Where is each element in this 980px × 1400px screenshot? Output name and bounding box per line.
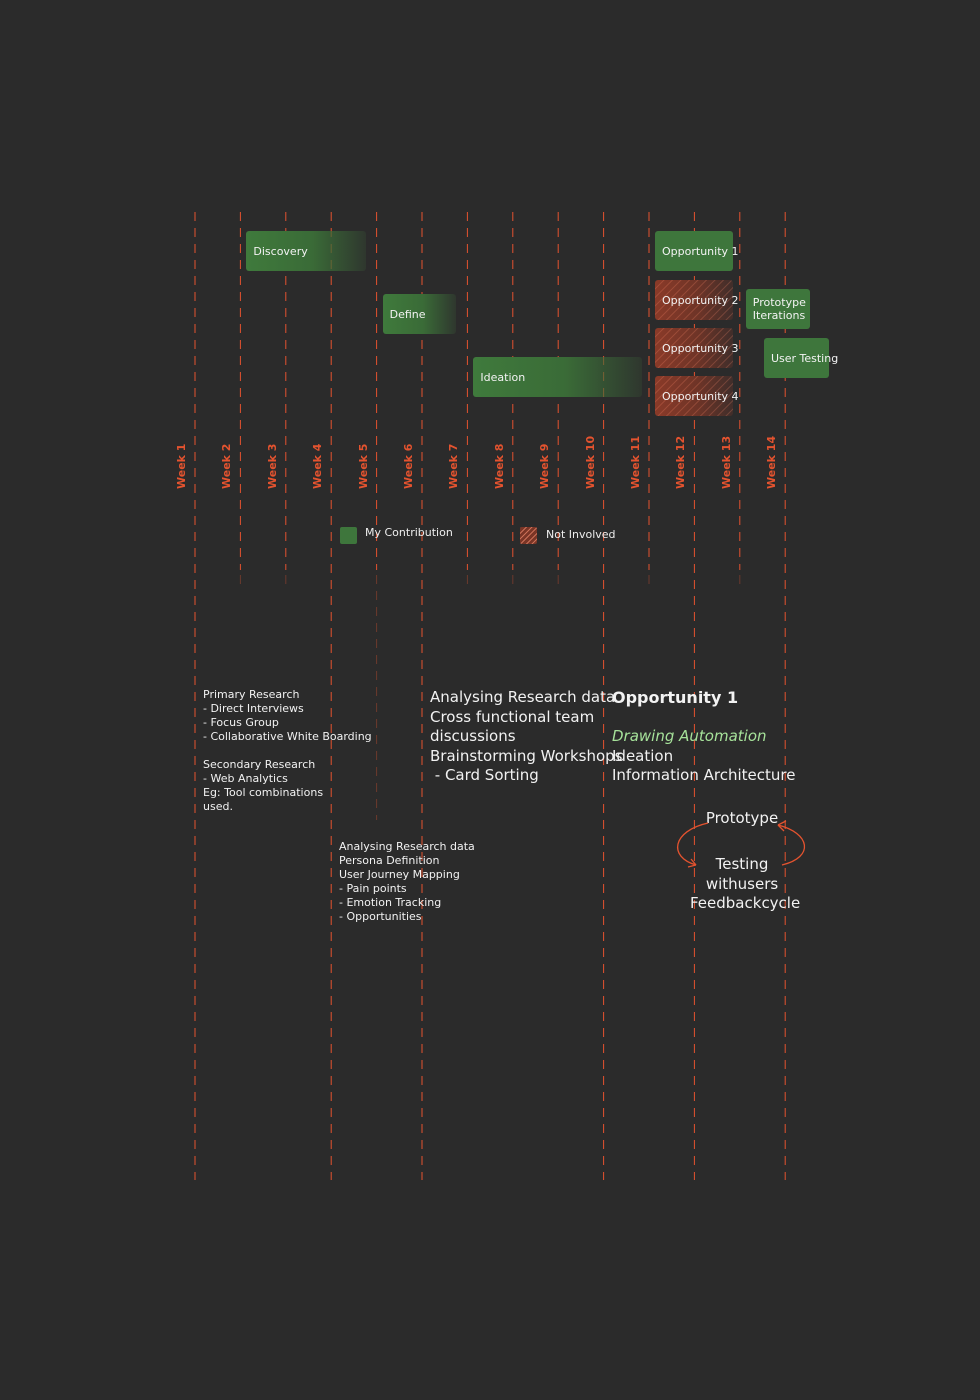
legend-contribution-label: My Contribution — [365, 526, 453, 539]
define-note-line: - Opportunities — [339, 910, 422, 923]
ideation-note-line: discussions — [430, 727, 516, 745]
ideation-note-line: Analysing Research data — [430, 688, 616, 706]
define-note-line: - Emotion Tracking — [339, 896, 442, 909]
task-label: Opportunity 1 — [662, 244, 739, 258]
task-bar: Opportunity 4 — [655, 376, 739, 416]
legend-not-involved-swatch — [520, 527, 537, 544]
right-arrowhead-icon — [777, 820, 787, 832]
discovery-note-line: used. — [203, 800, 233, 813]
task-bar: User Testing — [763, 338, 838, 378]
legend-contribution-swatch — [340, 527, 357, 544]
task-bar: Opportunity 2 — [655, 280, 739, 320]
week-label: Week 14 — [765, 435, 779, 489]
define-note-line: Persona Definition — [339, 854, 440, 867]
cycle-testing: Testing withusers — [690, 855, 794, 894]
ideation-note-line: Cross functional team — [430, 707, 595, 726]
discovery-note-line: - Focus Group — [203, 716, 279, 729]
week-label: Week 8 — [492, 443, 506, 489]
left-cycle-arrow — [677, 822, 709, 866]
cycle-middle-line: Testing with — [705, 855, 769, 893]
left-arrowhead-icon — [687, 858, 697, 868]
right-cycle-arrow — [777, 824, 806, 866]
task-label: Define — [389, 307, 426, 321]
task-label: Prototype Iterations — [752, 296, 806, 322]
task-label: Opportunity 3 — [662, 341, 739, 355]
legend-not-involved-label: Not Involved — [546, 528, 616, 541]
opportunity-item: Information Architecture — [612, 766, 796, 784]
task-bar: Opportunity 3 — [655, 328, 739, 368]
week-label: Week 1 — [175, 443, 188, 489]
discovery-note-line: - Collaborative White Boarding — [203, 730, 372, 743]
discovery-notes: Primary Research- Direct Interviews- Foc… — [203, 688, 372, 814]
feedback-cycle-arrows — [677, 820, 806, 868]
task-bar: Discovery — [246, 231, 366, 271]
cycle-bottom-line: Feedback — [690, 894, 762, 912]
opportunity-subtitle: Drawing Automation — [612, 727, 767, 745]
week-label: Week 7 — [447, 443, 461, 489]
task-bar: Prototype Iterations — [745, 289, 811, 329]
task-label: User Testing — [770, 351, 839, 365]
cycle-bottom-line: cycle — [761, 894, 801, 912]
week-label: Week 11 — [629, 435, 642, 489]
task-label: Opportunity 4 — [662, 389, 739, 403]
cycle-middle-line: users — [737, 874, 779, 893]
week-label: Week 12 — [674, 435, 688, 489]
cycle-feedback: Feedbackcycle — [690, 894, 800, 914]
week-label: Week 4 — [311, 443, 325, 489]
ideation-note-line: - Card Sorting — [430, 766, 539, 784]
discovery-note-line — [203, 744, 372, 758]
week-label: Week 9 — [538, 443, 552, 489]
task-label: Ideation — [480, 370, 526, 384]
discovery-note-line: Eg: Tool combinations — [203, 786, 324, 799]
week-label: Week 2 — [220, 443, 234, 489]
task-bar: Opportunity 1 — [655, 231, 739, 271]
week-label: Week 13 — [719, 435, 733, 489]
opportunity-item: Ideation — [612, 746, 674, 765]
week-label: Week 3 — [265, 443, 279, 489]
discovery-note-line: - Direct Interviews — [203, 702, 304, 715]
task-label: Discovery — [253, 244, 308, 258]
discovery-note-line: Secondary Research — [203, 758, 316, 771]
task-bar: Ideation — [473, 357, 643, 397]
define-note-line: Analysing Research data — [339, 840, 475, 853]
week-label: Week 10 — [583, 435, 597, 489]
week-label: Week 6 — [402, 443, 415, 489]
cycle-prototype: Prototype — [705, 809, 779, 827]
task-label: Opportunity 2 — [662, 293, 739, 307]
discovery-note-line: - Web Analytics — [203, 772, 288, 785]
task-bar: Define — [382, 294, 457, 334]
define-note-line: - Pain points — [339, 882, 407, 895]
discovery-note-line: Primary Research — [203, 688, 300, 701]
ideation-note-line: Brainstorming Workshops — [430, 746, 623, 765]
week-label: Week 5 — [356, 443, 370, 489]
define-note-line: User Journey Mapping — [339, 868, 460, 881]
opportunity-notes: Opportunity 1 Drawing Automation Ideatio… — [612, 688, 795, 786]
opportunity-title: Opportunity 1 — [612, 688, 739, 707]
